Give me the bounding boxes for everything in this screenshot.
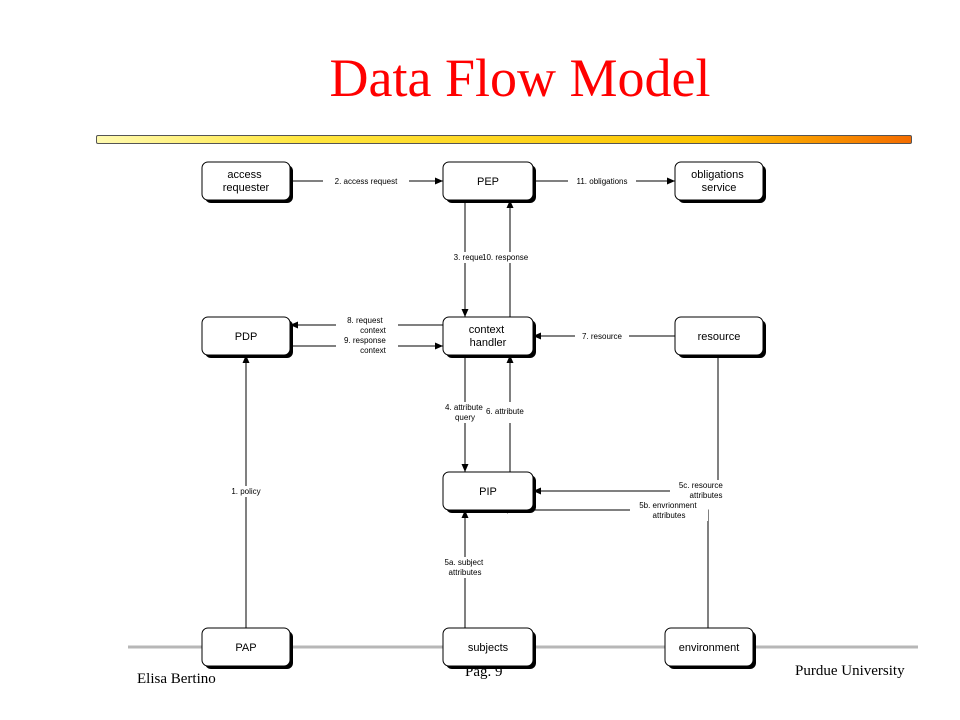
edge-label-resource-attributes: 5c. resource attributes bbox=[679, 481, 725, 500]
svg-text:PAP: PAP bbox=[235, 642, 256, 654]
node-obligations-service: obligations service bbox=[674, 161, 766, 203]
edge-label-attribute: 6. attribute bbox=[486, 407, 524, 416]
node-access-requester: access requester bbox=[201, 161, 293, 203]
node-subjects: subjects bbox=[442, 627, 536, 669]
svg-text:PEP: PEP bbox=[477, 176, 499, 188]
node-pip: PIP bbox=[442, 471, 536, 513]
edge-label-policy: 1. policy bbox=[231, 487, 260, 496]
svg-text:subjects: subjects bbox=[468, 642, 509, 654]
svg-text:obligations service: obligations service bbox=[691, 169, 747, 194]
edge-label-attribute-query: 4. attribute query bbox=[445, 403, 485, 422]
node-pep: PEP bbox=[442, 161, 536, 203]
edge-label-request-context: 8. request context bbox=[347, 316, 387, 335]
title-underline-bar bbox=[96, 135, 912, 144]
edge-label-request: 3. reque bbox=[454, 253, 484, 262]
edge-label-environment-attributes: 5b. envrionment attributes bbox=[639, 501, 699, 520]
svg-text:context handler: context handler bbox=[469, 324, 508, 349]
edge-environment-attributes bbox=[500, 506, 709, 628]
node-resource: resource bbox=[674, 316, 766, 358]
node-pdp: PDP bbox=[201, 316, 293, 358]
node-context-handler: context handler bbox=[442, 316, 536, 358]
edge-label-subject-attributes: 5a. subject attributes bbox=[445, 558, 486, 577]
svg-text:environment: environment bbox=[679, 642, 740, 654]
footer-author: Elisa Bertino bbox=[137, 671, 216, 687]
svg-text:PDP: PDP bbox=[235, 331, 258, 343]
edge-resource-attributes bbox=[533, 355, 719, 495]
edge-label-obligations: 11. obligations bbox=[577, 177, 628, 186]
svg-text:resource: resource bbox=[698, 331, 741, 343]
svg-text:access requester: access requester bbox=[223, 169, 270, 194]
edge-label-response-context: 9. response context bbox=[344, 336, 388, 355]
node-pap: PAP bbox=[201, 627, 293, 669]
edge-label-access-request: 2. access request bbox=[335, 177, 398, 186]
node-environment: environment bbox=[664, 627, 756, 669]
edge-label-resource: 7. resource bbox=[582, 332, 623, 341]
svg-text:PIP: PIP bbox=[479, 486, 497, 498]
footer-page-number: Pag. 9 bbox=[465, 664, 503, 680]
footer-institution: Purdue University bbox=[795, 663, 905, 679]
slide-title: Data Flow Model bbox=[329, 48, 711, 108]
edge-label-response: 10. response bbox=[482, 253, 529, 262]
